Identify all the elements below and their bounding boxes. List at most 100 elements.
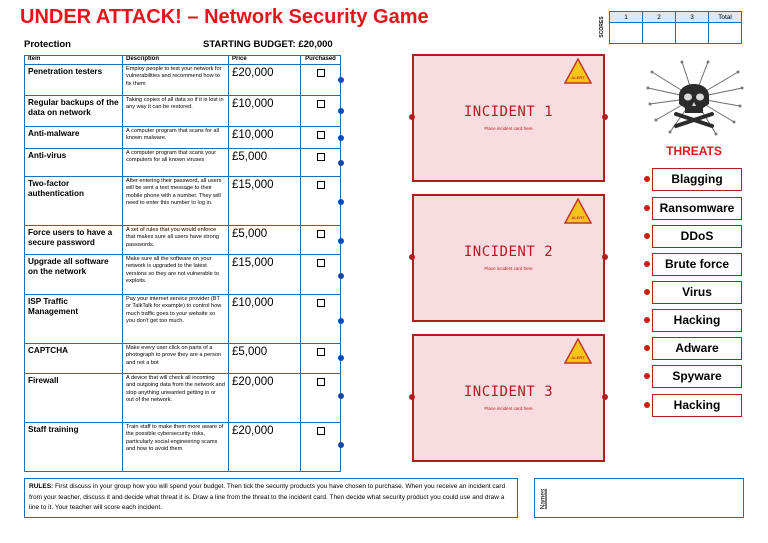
connector-dot[interactable] <box>644 317 650 323</box>
connector-dot[interactable] <box>338 160 344 166</box>
purchased-checkbox[interactable] <box>316 69 325 77</box>
table-row: Regular backups of the data on network T… <box>25 96 340 127</box>
threat-spyware[interactable]: Spyware <box>644 365 742 388</box>
connector-dot[interactable] <box>644 176 650 182</box>
names-label: Names <box>539 488 547 510</box>
purchased-cell <box>301 344 340 373</box>
item-description: A set of rules that you would enforce th… <box>123 226 229 254</box>
item-name: Regular backups of the data on network <box>25 96 123 126</box>
score-cell-3[interactable] <box>675 22 709 44</box>
incident-card-1[interactable]: ALERT INCIDENT 1 Place incident card her… <box>412 54 605 182</box>
purchased-cell <box>301 149 340 176</box>
table-row: Anti-malware A computer program that sca… <box>25 127 340 149</box>
connector-dot[interactable] <box>602 254 608 260</box>
purchased-checkbox[interactable] <box>316 427 325 435</box>
protection-table: Item Description Price Purchased Penetra… <box>24 55 341 472</box>
purchased-checkbox[interactable] <box>316 131 325 139</box>
item-description: A device that will check all incoming an… <box>123 374 229 422</box>
connector-dot[interactable] <box>338 318 344 324</box>
header-purchased: Purchased <box>305 56 336 62</box>
item-price: £5,000 <box>229 344 301 373</box>
score-cell-1[interactable] <box>609 22 643 44</box>
item-name: Staff training <box>25 423 123 471</box>
item-price: £20,000 <box>229 374 301 422</box>
item-price: £15,000 <box>229 255 301 294</box>
purchased-checkbox[interactable] <box>316 181 325 189</box>
purchased-checkbox[interactable] <box>316 378 325 386</box>
threat-hacking-2[interactable]: Hacking <box>644 394 742 417</box>
names-box[interactable]: Names <box>534 478 744 518</box>
purchased-checkbox[interactable] <box>316 299 325 307</box>
table-header-row: Item Description Price Purchased <box>25 56 340 65</box>
item-price: £10,000 <box>229 96 301 126</box>
item-description: Train staff to make them more aware of t… <box>123 423 229 471</box>
incident-title: INCIDENT 1 <box>463 104 554 120</box>
connector-dot[interactable] <box>644 289 650 295</box>
rules-text: First discuss in your group how you will… <box>29 483 506 511</box>
item-description: Pay your internet service provider (BT o… <box>123 295 229 343</box>
connector-dot[interactable] <box>338 135 344 141</box>
purchased-cell <box>301 295 340 343</box>
connector-dot[interactable] <box>602 114 608 120</box>
purchased-checkbox[interactable] <box>316 259 325 267</box>
purchased-cell <box>301 65 340 95</box>
connector-dot[interactable] <box>644 261 650 267</box>
purchased-checkbox[interactable] <box>316 153 325 161</box>
purchased-cell <box>301 127 340 148</box>
score-cell-2[interactable] <box>642 22 676 44</box>
connector-dot[interactable] <box>644 233 650 239</box>
item-description: Make sure all the software on your netwo… <box>123 255 229 294</box>
connector-dot[interactable] <box>338 442 344 448</box>
connector-dot[interactable] <box>644 205 650 211</box>
purchased-cell <box>301 255 340 294</box>
connector-dot[interactable] <box>338 238 344 244</box>
item-price: £20,000 <box>229 65 301 95</box>
item-description: Employ people to test your network for v… <box>123 65 229 95</box>
connector-dot[interactable] <box>644 373 650 379</box>
connector-dot[interactable] <box>644 402 650 408</box>
purchased-cell <box>301 423 340 471</box>
score-col-1: 1 <box>609 11 643 23</box>
item-name: CAPTCHA <box>25 344 123 373</box>
purchased-checkbox[interactable] <box>316 100 325 108</box>
item-name: Force users to have a secure password <box>25 226 123 254</box>
table-row: CAPTCHA Make every user click on parts o… <box>25 344 340 374</box>
item-name: Anti-virus <box>25 149 123 176</box>
incident-card-2[interactable]: ALERT INCIDENT 2 Place incident card her… <box>412 194 605 322</box>
connector-dot[interactable] <box>338 355 344 361</box>
connector-dot[interactable] <box>338 108 344 114</box>
threat-ransomware[interactable]: Ransomware <box>644 197 742 220</box>
score-table: 1 2 3 Total <box>609 11 742 44</box>
connector-dot[interactable] <box>338 273 344 279</box>
purchased-checkbox[interactable] <box>316 230 325 238</box>
threat-virus[interactable]: Virus <box>644 281 742 304</box>
connector-dot[interactable] <box>644 345 650 351</box>
threat-blagging[interactable]: Blagging <box>644 168 742 191</box>
threat-adware[interactable]: Adware <box>644 337 742 360</box>
score-cell-total[interactable] <box>708 22 742 44</box>
rules-label: RULES: <box>29 483 54 490</box>
connector-dot[interactable] <box>338 77 344 83</box>
connector-dot[interactable] <box>409 114 415 120</box>
threats-title: THREATS <box>666 144 722 158</box>
connector-dot[interactable] <box>409 394 415 400</box>
svg-text:ALERT: ALERT <box>571 75 585 80</box>
threat-hacking[interactable]: Hacking <box>644 309 742 332</box>
score-col-total: Total <box>708 11 742 23</box>
connector-dot[interactable] <box>602 394 608 400</box>
table-row: Two-factor authentication After entering… <box>25 177 340 226</box>
item-name: Firewall <box>25 374 123 422</box>
incident-card-3[interactable]: ALERT INCIDENT 3 Place incident card her… <box>412 334 605 462</box>
purchased-cell <box>301 226 340 254</box>
connector-dot[interactable] <box>338 393 344 399</box>
threat-ddos[interactable]: DDoS <box>644 225 742 248</box>
item-price: £20,000 <box>229 423 301 471</box>
item-description: Make every user click on parts of a phot… <box>123 344 229 373</box>
threat-brute-force[interactable]: Brute force <box>644 253 742 276</box>
purchased-checkbox[interactable] <box>316 348 325 356</box>
connector-dot[interactable] <box>409 254 415 260</box>
scores-label: SCORES <box>599 16 605 38</box>
connector-dot[interactable] <box>338 199 344 205</box>
item-price: £15,000 <box>229 177 301 225</box>
item-description: Taking copies of all data so if it is lo… <box>123 96 229 126</box>
